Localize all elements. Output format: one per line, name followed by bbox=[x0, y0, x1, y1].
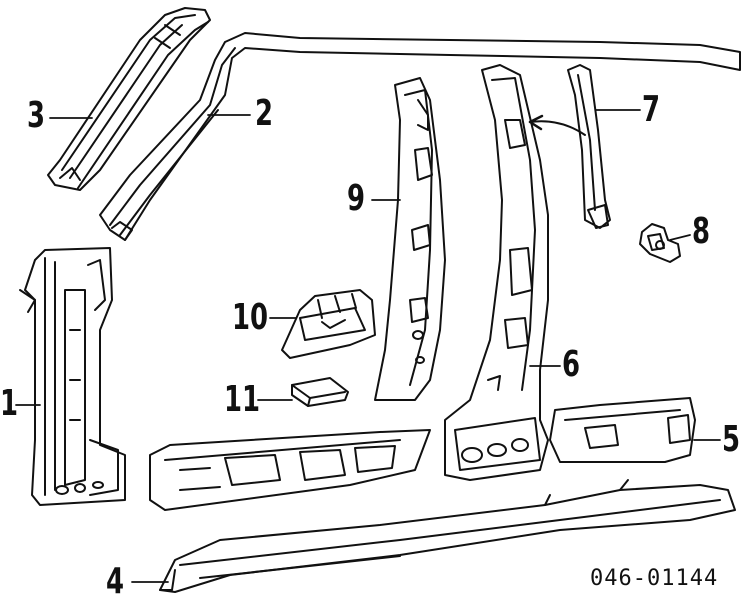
callout-leader-lines bbox=[16, 110, 720, 582]
diagram-part-number: 046-01144 bbox=[590, 566, 719, 591]
callout-5: 5 bbox=[722, 419, 741, 460]
leader-8 bbox=[670, 235, 690, 240]
callout-8: 8 bbox=[692, 211, 711, 252]
part-11-pad bbox=[292, 378, 348, 406]
part-8-clip-fastener bbox=[640, 224, 680, 262]
part-6-center-pillar-outer bbox=[445, 65, 548, 480]
callout-9: 9 bbox=[347, 178, 366, 219]
part-1-front-pillar bbox=[20, 248, 125, 505]
part-5-quarter-lower-panel bbox=[550, 398, 695, 462]
part-4-rocker-panel bbox=[160, 480, 735, 592]
callout-1: 1 bbox=[0, 383, 19, 424]
part-3-roof-side-rail bbox=[48, 8, 210, 190]
callout-11: 11 bbox=[224, 379, 261, 420]
callout-2: 2 bbox=[255, 93, 274, 134]
callout-4: 4 bbox=[106, 561, 125, 602]
callout-7: 7 bbox=[642, 89, 661, 130]
part-7-pillar-reinforcement bbox=[568, 65, 610, 228]
part-9-center-pillar-inner bbox=[375, 78, 445, 400]
leader-arrow-7-to-6 bbox=[530, 116, 585, 135]
part-2-roof-rail-outer bbox=[100, 33, 740, 240]
part-10-bracket bbox=[282, 290, 375, 358]
callout-10: 10 bbox=[232, 297, 269, 338]
callout-3: 3 bbox=[27, 95, 46, 136]
rocker-inner-panel bbox=[150, 430, 430, 510]
callout-6: 6 bbox=[562, 344, 581, 385]
